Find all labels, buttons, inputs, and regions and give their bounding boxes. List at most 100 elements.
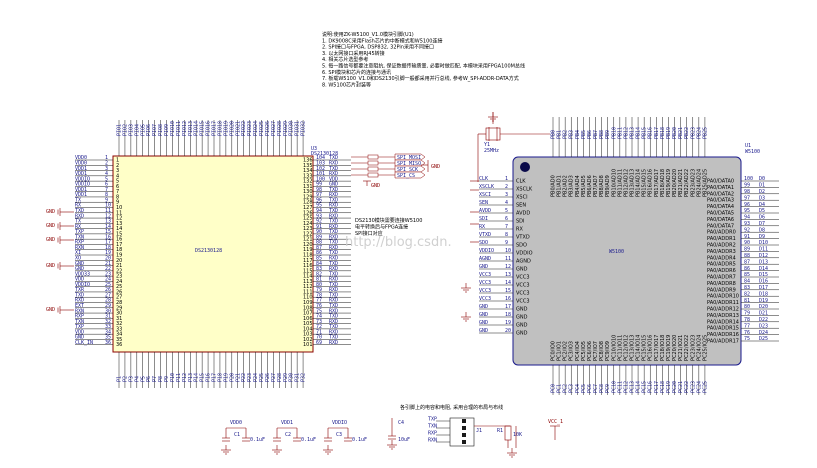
pin-number-inner: 28: [116, 300, 122, 306]
left-chip-pin-label: GND: [75, 335, 84, 341]
pin-number: 10: [105, 203, 111, 209]
bottom-pin-label: P7: [152, 376, 158, 382]
pin-number: 20: [505, 328, 511, 334]
left-chip-pin-label: RX: [75, 203, 81, 209]
right-chip-pin-label: VTXD: [479, 232, 491, 238]
bottom-pin-label: P10: [170, 373, 176, 382]
pin-number-inner: 108: [303, 305, 313, 311]
right-chip-pin-label: RX: [479, 224, 485, 230]
inner-bottom-pin: PC4/IO4: [575, 341, 581, 361]
pin-number: 72: [316, 324, 322, 330]
pin-number: 6: [505, 216, 508, 222]
top-pin-label: PB25: [702, 127, 708, 139]
bottom-pin-label: P14: [194, 373, 200, 382]
pin-number-inner: 136: [303, 158, 313, 164]
pin-number: 88: [744, 253, 750, 259]
pin-number: 98: [744, 189, 750, 195]
pin-number-inner: 25: [116, 284, 122, 290]
right-net-label: D22: [759, 317, 768, 323]
pin-number-inner: 117: [303, 258, 313, 264]
inner-bottom-pin: PC18/IO18: [660, 335, 666, 361]
pin-number: 33: [105, 324, 111, 330]
bottom-pin-label: PC4: [575, 384, 581, 393]
pin-number: 82: [316, 271, 322, 277]
top-pin-label: PB8: [599, 130, 605, 139]
inner-top-pin: PB12/AD12: [623, 169, 629, 197]
left-chip-pin-label: RXN: [75, 245, 84, 251]
top-pin-label: PIO18: [217, 121, 223, 136]
top-pin-label: PIO2: [122, 124, 128, 136]
pin-number: 17: [505, 304, 511, 310]
bottom-pin-label: PC1: [557, 384, 563, 393]
pin-number: 23: [105, 271, 111, 277]
right-chip-pin-label: PA0/DATA2: [707, 191, 734, 197]
pin-number: 30: [105, 308, 111, 314]
left-chip-pin-label: TXN: [75, 319, 84, 325]
pin-number: 93: [316, 213, 322, 219]
watermark: http://blog.csdn.: [345, 235, 452, 250]
inner-top-pin: PB22/AD22: [684, 169, 690, 197]
pin-number-inner: 101: [303, 342, 313, 348]
pin-number-inner: 30: [116, 311, 122, 317]
pin-number: 11: [105, 208, 111, 214]
pin-number-inner: 27: [116, 295, 122, 301]
connector-pin-label: RXP: [428, 431, 437, 437]
top-pin-label: PIO31: [295, 121, 301, 136]
pin-number: 99: [744, 183, 750, 189]
bottom-pin-label: P18: [217, 373, 223, 382]
pin-number-inner: 8: [116, 194, 119, 200]
top-pin-label: PB4: [575, 130, 581, 139]
pin-number: 92: [316, 219, 322, 225]
pin-number-inner: 22: [116, 268, 122, 274]
right-chip-pin-label: PA0/DATA6: [707, 217, 734, 223]
inner-bottom-pin: PC5/IO5: [581, 341, 587, 361]
right-chip-pin-label: PA0/ADDR13: [707, 313, 739, 319]
bottom-pin-label: P30: [289, 373, 295, 382]
bottom-pin-label: P5: [140, 376, 146, 382]
inner-top-pin: PB11/AD11: [617, 169, 623, 197]
bottom-pin-label: P15: [200, 373, 206, 382]
inner-bottom-pin: PC1/IO1: [557, 341, 563, 361]
inner-bottom-pin: PC3/IO3: [569, 341, 575, 361]
pin-number: 85: [744, 272, 750, 278]
pin-number-inner: 24: [116, 279, 122, 285]
pin-number: 6: [105, 182, 108, 188]
middle-nets: SPI_MOSISPI_MISOSPI_SCKSPI_CSGNDGNDDS213…: [351, 153, 440, 237]
right-chip-pin-label: PA0/ADDR12: [707, 307, 739, 313]
right-net-label: D25: [759, 336, 768, 342]
top-pin-label: PIO14: [194, 121, 200, 136]
pin-number-inner: 21: [116, 263, 122, 269]
pin-number: 89: [316, 234, 322, 240]
bottom-pin-label: PC21: [678, 381, 684, 393]
left-chip-pin-label: EXT: [75, 303, 84, 309]
pin-number: 104: [316, 155, 325, 161]
left-chip-pin-label-right: TXD: [329, 324, 338, 330]
pin-number: 7: [105, 187, 108, 193]
left-chip-pin-label: CLK_IN: [75, 340, 93, 346]
resistor-gnd: [507, 448, 517, 458]
inner-bottom-pin: PC6/IO6: [587, 341, 593, 361]
pin-name-inner: GND: [516, 323, 528, 329]
pin-number: 84: [316, 261, 322, 267]
left-chip-pin-label: VDD1: [75, 187, 87, 193]
pin-number: 3: [105, 166, 108, 172]
pin-number: 9: [105, 197, 108, 203]
left-chip-pin-label-right: TXD: [329, 240, 338, 246]
bottom-pin-label: PC3: [569, 384, 575, 393]
left-chip-pin-label: VDD: [75, 277, 84, 283]
right-net-label: D4: [759, 202, 765, 208]
inner-bottom-pin: PC12/IO12: [623, 335, 629, 361]
right-chip-part: W5100: [745, 149, 760, 155]
pin-number-inner: 4: [116, 173, 119, 179]
left-chip-pin-label: TXN: [75, 234, 84, 240]
top-pin-label: PIO32: [301, 121, 307, 136]
notes-block: 说明:使用ZK-W5100_V1.0模块引脚(U1)1. DK9008C采用Fl…: [322, 31, 525, 88]
bottom-pin-label: PC20: [672, 381, 678, 393]
bottom-pin-label: P23: [247, 373, 253, 382]
pin-number: 12: [505, 264, 511, 270]
pin-number-inner: 126: [303, 210, 313, 216]
inner-bottom-pin: PC17/IO17: [654, 335, 660, 361]
pin-number-inner: 131: [303, 184, 313, 190]
